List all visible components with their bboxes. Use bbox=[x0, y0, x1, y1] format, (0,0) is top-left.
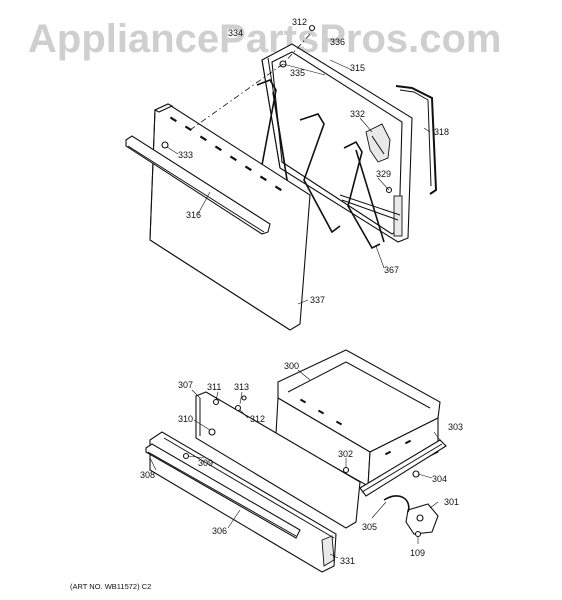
callout-332: 332 bbox=[350, 109, 365, 119]
roller-clip bbox=[383, 495, 410, 513]
callout-302: 302 bbox=[338, 449, 353, 459]
callout-316: 316 bbox=[186, 210, 201, 220]
door-inner-frame bbox=[261, 43, 413, 243]
oven-door-assembly bbox=[125, 24, 438, 331]
door-clip bbox=[365, 123, 391, 163]
callout-312-bottom: 312 bbox=[250, 414, 265, 424]
callout-301: 301 bbox=[444, 497, 459, 507]
callout-306: 306 bbox=[212, 526, 227, 536]
drawer-rail bbox=[359, 439, 447, 497]
drawer-screws bbox=[182, 395, 422, 538]
callout-315: 315 bbox=[350, 63, 365, 73]
callout-308: 308 bbox=[140, 470, 155, 480]
callout-367: 367 bbox=[384, 265, 399, 275]
callout-307: 307 bbox=[178, 380, 193, 390]
callout-labels: 312 334 336 335 315 318 332 333 329 316 … bbox=[140, 17, 463, 566]
drawer-handle bbox=[145, 443, 301, 539]
callout-312-top: 312 bbox=[292, 17, 307, 27]
watermark: AppliancePartsPros.com bbox=[28, 17, 502, 61]
callout-318: 318 bbox=[434, 127, 449, 137]
callout-335: 335 bbox=[290, 68, 305, 78]
drawer-front-inner bbox=[195, 391, 361, 529]
drawer-body bbox=[275, 349, 441, 487]
door-vent-slots bbox=[169, 116, 282, 192]
callout-310: 310 bbox=[178, 414, 193, 424]
callout-337: 337 bbox=[310, 295, 325, 305]
callout-313: 313 bbox=[234, 382, 249, 392]
leader-lines bbox=[149, 59, 441, 559]
callout-333: 333 bbox=[178, 150, 193, 160]
door-side-seal bbox=[395, 85, 438, 195]
callout-304: 304 bbox=[432, 474, 447, 484]
callout-300: 300 bbox=[284, 361, 299, 371]
drawer-bracket bbox=[321, 535, 335, 567]
callout-309: 309 bbox=[198, 458, 213, 468]
callout-331: 331 bbox=[340, 556, 355, 566]
door-handle bbox=[125, 135, 271, 235]
callout-303: 303 bbox=[448, 422, 463, 432]
callout-311: 311 bbox=[207, 382, 221, 392]
callout-109: 109 bbox=[410, 548, 425, 558]
roller-bracket bbox=[405, 503, 439, 535]
callout-329: 329 bbox=[376, 169, 391, 179]
art-number: (ART NO. WB11572) C2 bbox=[70, 582, 151, 591]
callout-334: 334 bbox=[228, 28, 243, 38]
door-outer-panel bbox=[149, 103, 311, 331]
callout-336: 336 bbox=[330, 37, 345, 47]
drawer-assembly bbox=[145, 349, 447, 573]
callout-305: 305 bbox=[362, 522, 377, 532]
